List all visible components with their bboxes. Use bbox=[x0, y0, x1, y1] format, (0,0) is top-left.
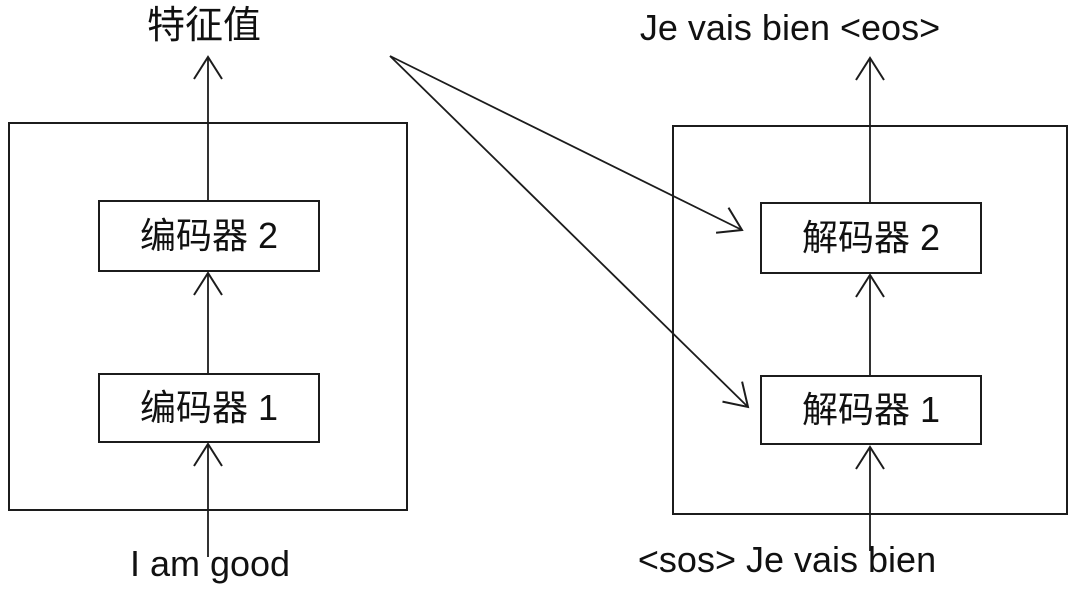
arrow-context-to-decoder2 bbox=[389, 55, 744, 234]
decoder2-label: 解码器 2 bbox=[801, 217, 941, 258]
arrow-context-to-decoder1 bbox=[389, 55, 750, 409]
encoder2-block: 编码器 2 bbox=[98, 200, 320, 272]
decoder-stack-box bbox=[672, 125, 1068, 515]
encoder1-block: 编码器 1 bbox=[98, 373, 320, 443]
decoder-output-label: Je vais bien <eos> bbox=[639, 7, 941, 48]
encoder-input-label: I am good bbox=[129, 543, 291, 584]
decoder-input-label: <sos> Je vais bien bbox=[637, 539, 937, 580]
encoder-stack-box bbox=[8, 122, 408, 511]
decoder1-label: 解码器 1 bbox=[801, 389, 941, 430]
encoder-output-label: 特征值 bbox=[146, 5, 261, 47]
encoder1-label: 编码器 1 bbox=[139, 387, 279, 428]
decoder2-block: 解码器 2 bbox=[760, 202, 982, 274]
decoder1-block: 解码器 1 bbox=[760, 375, 982, 445]
encoder2-label: 编码器 2 bbox=[139, 215, 279, 256]
